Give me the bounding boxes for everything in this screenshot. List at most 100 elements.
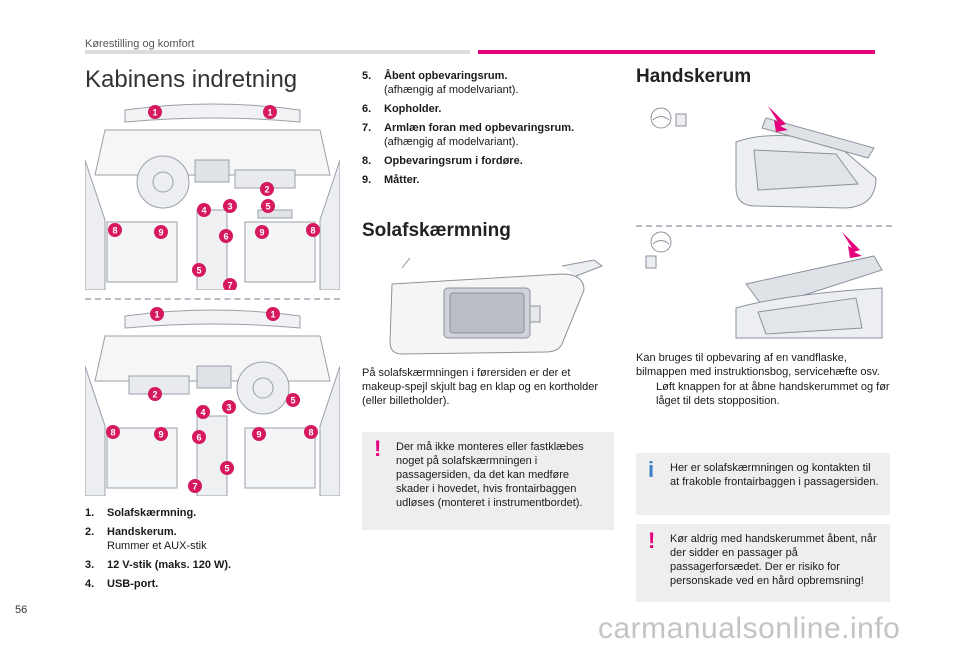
callout-number: 7 (227, 281, 232, 291)
info-icon: i (648, 457, 655, 482)
callout-number: 1 (152, 108, 157, 118)
list-item: 2. Handskerum. Rummer et AUX-stik (85, 525, 345, 553)
item-number: 6. (362, 103, 372, 115)
callout-number: 9 (158, 228, 163, 238)
warning-icon: ! (648, 528, 656, 553)
callout-badge (192, 430, 206, 444)
callout-badge (223, 278, 237, 290)
callout-badge (188, 479, 202, 493)
callout-number: 4 (200, 408, 205, 418)
callout-number: 1 (267, 108, 272, 118)
callout-number: 1 (154, 310, 159, 320)
info-text: Her er solafskærmningen og kontakten til… (670, 462, 879, 488)
item-title: 12 V-stik (maks. 120 W). (107, 559, 232, 571)
callout-badge (220, 461, 234, 475)
glovebox-step: Løft knappen for at åbne handskerummet o… (636, 380, 892, 408)
glovebox-info-note: i Her er solafskærmningen og kontakten t… (636, 453, 890, 515)
callout-badge (150, 307, 164, 321)
callout-badge (154, 427, 168, 441)
callout-badge (223, 199, 237, 213)
legend-list-part1: 1. Solafskærmning. 2. Handskerum. Rummer et… (85, 506, 345, 596)
callout-badge (261, 199, 275, 213)
callout-number: 4 (201, 206, 206, 216)
callout-badge (106, 425, 120, 439)
legend-list-part2: 5. Åbent opbevaringsrum. (afhængig af mode… (362, 69, 612, 192)
item-number: 1. (85, 507, 95, 519)
glovebox-divider (636, 225, 892, 227)
callout-badge (148, 387, 162, 401)
callout-number: 6 (223, 232, 228, 242)
callout-number: 3 (227, 202, 232, 212)
callout-badge (260, 182, 274, 196)
callout-number: 9 (259, 228, 264, 238)
callout-badge (266, 307, 280, 321)
item-title: Kopholder. (384, 103, 442, 115)
item-number: 2. (85, 526, 95, 538)
item-number: 3. (85, 559, 95, 571)
glovebox-heading: Handskerum (636, 66, 752, 87)
section-header: Kørestilling og komfort (85, 38, 195, 50)
callout-number: 7 (192, 482, 197, 492)
callout-number: 1 (270, 310, 275, 320)
warning-text: Der må ikke monteres eller fastklæbes no… (396, 441, 584, 509)
callout-badge (304, 425, 318, 439)
callout-number: 6 (196, 433, 201, 443)
item-title: Solafskærmning. (107, 507, 197, 519)
callout-number: 5 (196, 266, 201, 276)
sun-visor-illustration (389, 257, 604, 355)
list-item: 5. Åbent opbevaringsrum. (afhængig af mode… (362, 69, 612, 97)
item-title: Åbent opbevaringsrum. (384, 70, 508, 82)
header-bar-accent (478, 50, 875, 54)
callout-badge (286, 393, 300, 407)
diagram-divider (85, 298, 340, 300)
item-number: 7. (362, 122, 372, 134)
watermark: carmanualsonline.info (598, 612, 901, 645)
list-item: 4.USB-port. (85, 577, 345, 591)
callout-number: 5 (224, 464, 229, 474)
item-title: Opbevaringsrum i fordøre. (384, 155, 523, 167)
item-number: 8. (362, 155, 372, 167)
item-subtext: Rummer et AUX-stik (107, 540, 207, 552)
callout-badge (222, 400, 236, 414)
glovebox-step-text: Løft knappen for at åbne handskerummet o… (656, 381, 890, 407)
page-number: 56 (15, 604, 28, 616)
warning-text: Kør aldrig med handskerummet åbent, når … (670, 533, 877, 587)
arrow-marker (768, 106, 788, 132)
list-item: 9.Måtter. (362, 173, 612, 187)
callout-badge (192, 263, 206, 277)
callout-number: 5 (290, 396, 295, 406)
callout-number: 2 (264, 185, 269, 195)
item-title: Armlæn foran med opbevaringsrum. (384, 122, 575, 134)
callout-number: 8 (110, 428, 115, 438)
list-item: 8. Opbevaringsrum i fordøre. (362, 154, 612, 168)
callout-number: 2 (152, 390, 157, 400)
callout-number: 5 (265, 202, 270, 212)
list-item: 6. Kopholder. (362, 102, 612, 116)
warning-icon: ! (374, 436, 382, 461)
callout-number: 8 (112, 226, 117, 236)
glovebox-description: Kan bruges til opbevaring af en vandflas… (636, 351, 892, 408)
page-title: Kabinens indretning (85, 66, 298, 93)
list-item: 7. Armlæn foran med opbevaringsrum. (afhæn… (362, 121, 612, 149)
callout-badge (148, 105, 162, 119)
callout-badge (252, 427, 266, 441)
item-number: 5. (362, 70, 372, 82)
callout-badge (263, 105, 277, 119)
item-subtext: (afhængig af modelvariant). (384, 136, 519, 148)
callout-badge (255, 225, 269, 239)
glovebox-text: Kan bruges til opbevaring af en vandflas… (636, 352, 880, 378)
item-subtext: (afhængig af modelvariant). (384, 84, 519, 96)
callout-badge (219, 229, 233, 243)
item-title: Handskerum. (107, 526, 177, 538)
callout-badge (154, 225, 168, 239)
callout-number: 8 (308, 428, 313, 438)
callout-number: 3 (226, 403, 231, 413)
callout-number: 9 (256, 430, 261, 440)
sun-visor-heading: Solafskærmning (362, 220, 511, 241)
item-title: Måtter. (384, 174, 420, 186)
sun-visor-description: På solafskærmningen i førersiden er der … (362, 367, 599, 407)
glovebox-illustration-open (650, 106, 877, 209)
